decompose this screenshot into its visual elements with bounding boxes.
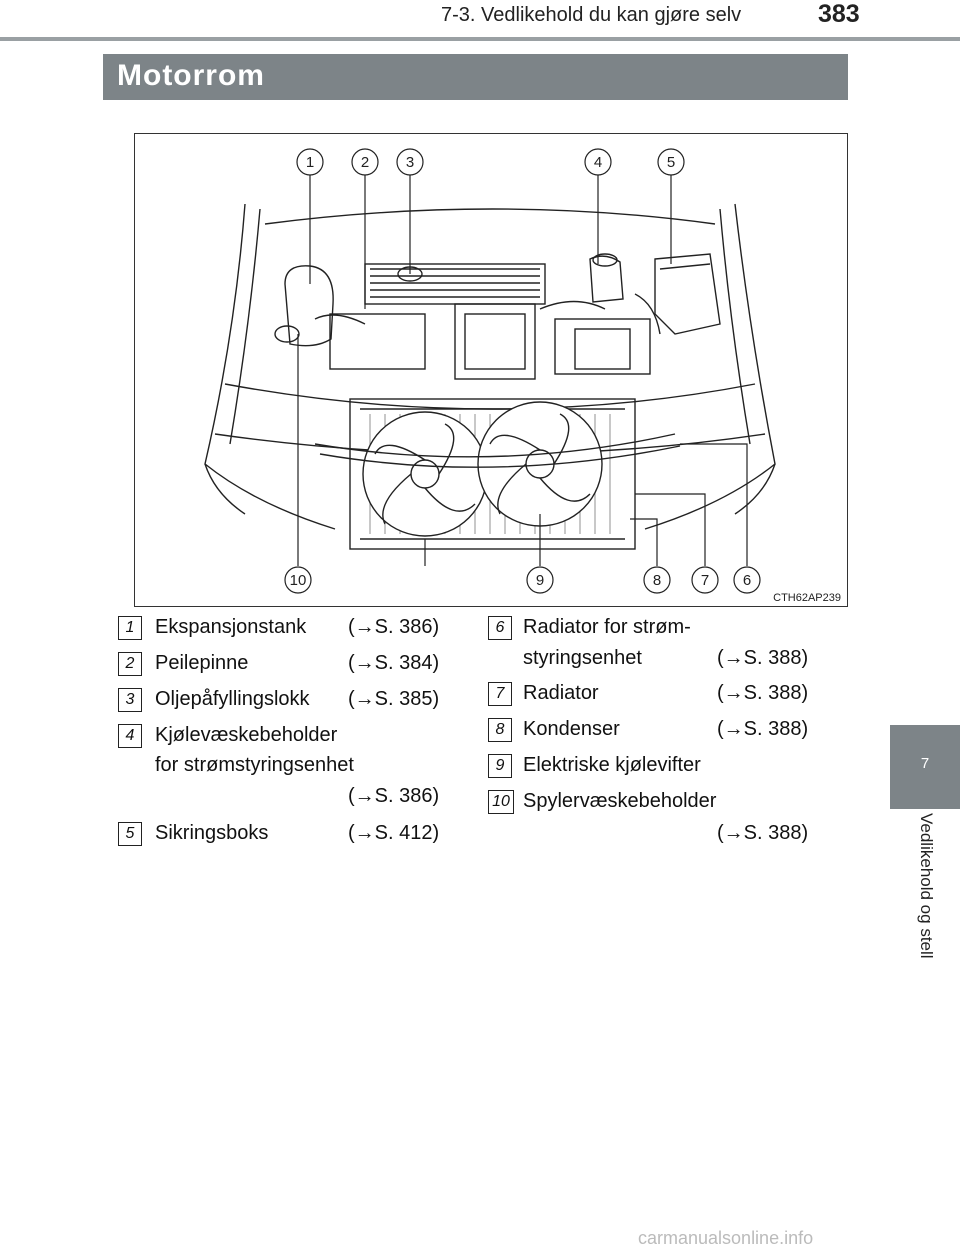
legend-label-6-line2: styringsenhet bbox=[523, 647, 642, 669]
legend-label-7: Radiator bbox=[523, 682, 599, 704]
callout-10: 10 bbox=[290, 572, 307, 589]
callout-3: 3 bbox=[406, 154, 414, 171]
legend-label-2: Peilepinne bbox=[155, 652, 249, 674]
legend-num-6: 6 bbox=[488, 616, 512, 640]
legend-ref-1: (→S. 386) bbox=[348, 616, 440, 638]
legend-num-5: 5 bbox=[118, 822, 142, 846]
chapter-tab: 7 bbox=[890, 725, 960, 809]
header-divider bbox=[0, 37, 960, 41]
callout-8: 8 bbox=[653, 572, 661, 589]
legend-label-8: Kondenser bbox=[523, 718, 620, 740]
legend-num-3: 3 bbox=[118, 688, 142, 712]
legend-label-1: Ekspansjonstank bbox=[155, 616, 307, 638]
legend-ref-2: (→S. 384) bbox=[348, 652, 440, 674]
legend-ref-3: (→S. 385) bbox=[348, 688, 440, 710]
section-title: Motorrom bbox=[117, 59, 265, 92]
legend-label-9: Elektriske kjølevifter bbox=[523, 754, 701, 776]
legend-label-3: Oljepåfyllingslokk bbox=[155, 688, 310, 710]
header-section-title: 7-3. Vedlikehold du kan gjøre selv bbox=[441, 4, 742, 26]
callout-5: 5 bbox=[667, 154, 675, 171]
watermark: carmanualsonline.info bbox=[638, 1228, 814, 1248]
legend-ref-5: (→S. 412) bbox=[348, 822, 440, 844]
figure-code: CTH62AP239 bbox=[773, 592, 841, 604]
legend-num-8: 8 bbox=[488, 718, 512, 742]
legend-label-5: Sikringsboks bbox=[155, 822, 269, 844]
legend-label-4-line1: Kjølevæskebeholder bbox=[155, 724, 338, 746]
engine-illustration: 1 2 3 4 5 10 9 8 7 6 bbox=[204, 148, 776, 594]
legend-num-4: 4 bbox=[118, 724, 142, 748]
section-banner: Motorrom bbox=[103, 54, 848, 100]
legend-ref-8: (→S. 388) bbox=[717, 718, 809, 740]
callout-1: 1 bbox=[306, 154, 314, 171]
legend-num-2: 2 bbox=[118, 652, 142, 676]
chapter-label-container: Vedlikehold og stell bbox=[911, 813, 941, 1008]
legend-num-1: 1 bbox=[118, 616, 142, 640]
chapter-number: 7 bbox=[920, 755, 930, 772]
callout-9: 9 bbox=[536, 572, 544, 589]
callout-7: 7 bbox=[701, 572, 709, 589]
legend-num-10: 10 bbox=[488, 790, 514, 814]
legend-num-7: 7 bbox=[488, 682, 512, 706]
legend-label-10: Spylervæskebeholder bbox=[523, 790, 717, 812]
page-number: 383 bbox=[818, 0, 860, 28]
legend-ref-4: (→S. 386) bbox=[348, 785, 440, 807]
legend-ref-6: (→S. 388) bbox=[717, 647, 809, 669]
legend-ref-10: (→S. 388) bbox=[717, 822, 809, 844]
callout-2: 2 bbox=[361, 154, 369, 171]
legend-label-4-line2: for strømstyringsenhet bbox=[155, 754, 354, 776]
callout-6: 6 bbox=[743, 572, 751, 589]
callout-4: 4 bbox=[594, 154, 602, 171]
engine-compartment-figure: 1 2 3 4 5 10 9 8 7 6 CTH62AP239 bbox=[134, 133, 848, 607]
legend-ref-7: (→S. 388) bbox=[717, 682, 809, 704]
legend-label-6-line1: Radiator for strøm- bbox=[523, 616, 691, 638]
chapter-label: Vedlikehold og stell bbox=[917, 813, 936, 959]
legend-num-9: 9 bbox=[488, 754, 512, 778]
